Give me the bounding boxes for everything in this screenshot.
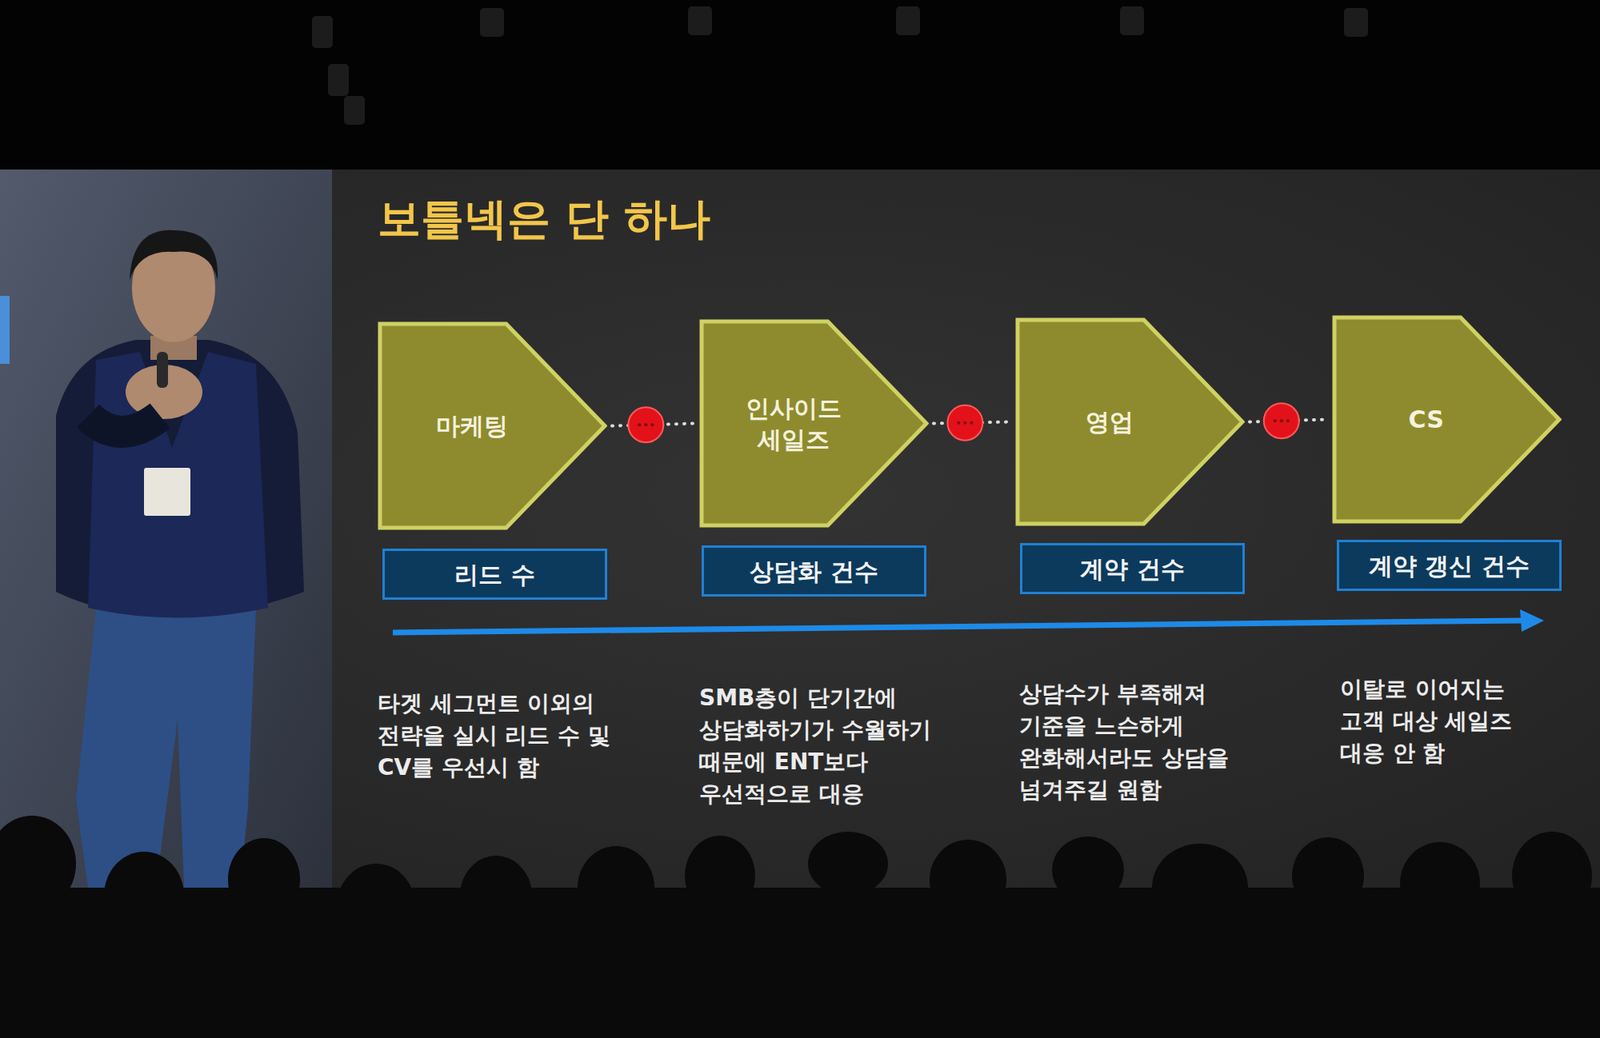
dotted-connector <box>612 424 695 427</box>
slide-title: 보틀넥은 단 하나 <box>377 190 711 249</box>
stage-name: 인사이드 세일즈 <box>733 392 854 456</box>
stage-connector-group <box>933 405 1011 441</box>
metric-box: 상담화 건수 <box>701 545 927 597</box>
bottleneck-dot <box>628 407 664 443</box>
stage-note: 상담수가 부족해져 기준을 느슨하게 완화해서라도 상담을 넘겨주길 원함 <box>1019 678 1244 807</box>
bottleneck-dot <box>947 405 983 441</box>
bottleneck-dot-mark <box>644 423 648 427</box>
metric-name: 리드 수 <box>454 559 535 591</box>
pentagon-outline <box>1332 315 1562 524</box>
bottleneck-dot-mark <box>650 423 654 427</box>
metric-name: 계약 갱신 건수 <box>1368 550 1530 582</box>
stage-name: 마케팅 <box>436 410 508 442</box>
speaker-figure <box>56 230 304 888</box>
metric-name: 상담화 건수 <box>749 556 878 588</box>
metric-box: 계약 갱신 건수 <box>1336 540 1562 592</box>
bottleneck-dot <box>1264 403 1300 439</box>
pentagon-shape <box>1334 317 1560 522</box>
bottleneck-dot-mark <box>969 421 973 425</box>
pentagon-label-area: CS <box>1332 315 1520 524</box>
panel-mark <box>0 296 10 364</box>
stage-connector-group <box>612 407 695 443</box>
bottleneck-dot-mark <box>956 421 960 425</box>
audience <box>0 816 1600 1038</box>
stage-connector-group <box>1249 403 1328 439</box>
stage-pentagon: CS <box>1332 315 1562 524</box>
dotted-connector <box>1249 420 1328 423</box>
stage-pentagon: 영업 <box>1015 317 1245 527</box>
stage-name: 영업 <box>1085 406 1134 438</box>
flow-arrow <box>392 609 1544 633</box>
metric-box: 리드 수 <box>382 548 608 600</box>
pentagon-shape <box>701 321 927 526</box>
stage-name: CS <box>1408 404 1444 436</box>
bottleneck-dot-mark <box>1280 419 1284 423</box>
stage-note: 타겟 세그먼트 이외의 전략을 실시 리드 수 및 CV를 우선시 함 <box>377 688 658 784</box>
bottleneck-dot-mark <box>963 421 967 425</box>
slide <box>0 169 1600 890</box>
pentagon-label-area: 마케팅 <box>377 321 566 531</box>
pentagon-label-area: 인사이드 세일즈 <box>699 319 888 528</box>
bottleneck-dot-mark <box>637 423 641 427</box>
metric-box: 계약 건수 <box>1020 543 1245 595</box>
pentagon-shape <box>1017 320 1243 524</box>
stage-note: 이탈로 이어지는 고객 대상 세일즈 대응 안 함 <box>1340 673 1528 770</box>
pentagon-label-area: 영업 <box>1015 317 1204 527</box>
bottleneck-dot-mark <box>1286 419 1290 423</box>
stage-note: SMB층이 단기간에 상담화하기가 수월하기 때문에 ENT보다 우선적으로 대… <box>699 682 976 811</box>
stage-lights <box>312 6 1368 125</box>
metric-name: 계약 건수 <box>1080 553 1184 585</box>
speaker-panel <box>0 169 332 890</box>
bottleneck-dot-mark <box>1273 419 1277 423</box>
stage-pentagon: 마케팅 <box>377 321 608 531</box>
pentagon-shape <box>380 324 605 528</box>
stage-pentagon: 인사이드 세일즈 <box>699 319 929 528</box>
pentagon-outline <box>699 319 929 528</box>
